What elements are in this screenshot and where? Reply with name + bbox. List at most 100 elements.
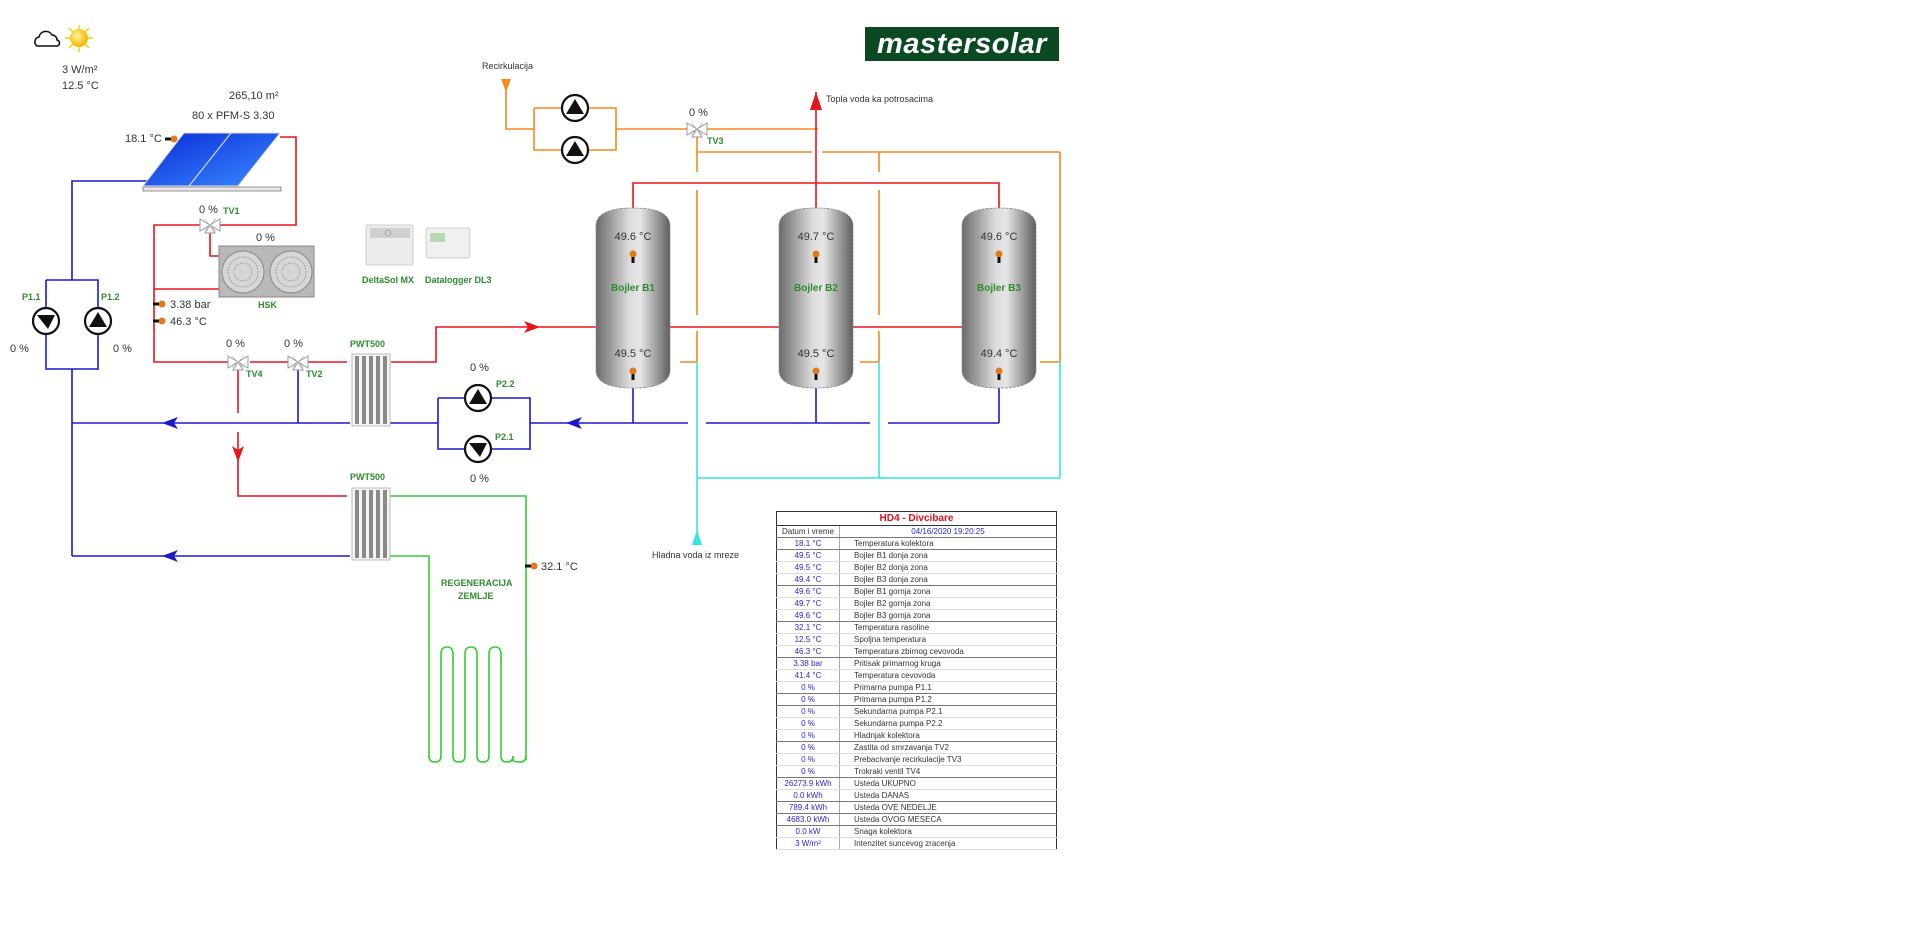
p11-pump-icon[interactable] bbox=[31, 306, 61, 336]
p12-pump-icon[interactable] bbox=[83, 306, 113, 336]
mastersolar-logo: mastersolar bbox=[865, 27, 1059, 61]
row-value: 49.5 °C bbox=[776, 549, 840, 562]
collector-temp: 18.1 °C bbox=[125, 133, 162, 145]
recirc-pump-2-icon[interactable] bbox=[560, 135, 590, 165]
exchanger-top[interactable] bbox=[351, 353, 391, 427]
row-label: Usteda DANAS bbox=[839, 789, 1057, 802]
cold-pipes bbox=[45, 180, 1000, 557]
row-label: Usteda UKUPNO bbox=[839, 777, 1057, 790]
row-label: Spoljna temperatura bbox=[839, 633, 1057, 646]
solar-collector[interactable] bbox=[141, 132, 282, 192]
row-value: 49.5 °C bbox=[776, 561, 840, 574]
tv4-valve-icon[interactable] bbox=[227, 355, 249, 371]
ground-temp-sensor-icon bbox=[525, 562, 538, 570]
tv1-value: 0 % bbox=[199, 204, 218, 216]
table-row: 0 %Trokraki ventil TV4 bbox=[776, 765, 1057, 778]
sun-icon bbox=[65, 25, 93, 52]
cold-flow-arrow-1 bbox=[162, 417, 178, 429]
p22-pump-icon[interactable] bbox=[463, 383, 493, 413]
row-label: Bojler B2 gornja zona bbox=[839, 597, 1057, 610]
row-value: 0.0 kW bbox=[776, 825, 840, 838]
tank-top-temp: 49.6 °C bbox=[615, 231, 652, 243]
row-value: 49.6 °C bbox=[776, 609, 840, 622]
row-label: Primarna pumpa P1.2 bbox=[839, 693, 1057, 706]
tank-top-temp: 49.7 °C bbox=[798, 231, 835, 243]
cold-water-in-label: Hladna voda iz mreze bbox=[652, 550, 739, 560]
row-value: 18.1 °C bbox=[776, 537, 840, 550]
p22-label: P2.2 bbox=[496, 379, 515, 389]
exchanger-bottom[interactable] bbox=[351, 487, 391, 561]
tank-name: Bojler B3 bbox=[977, 283, 1021, 294]
row-label: Temperatura kolektora bbox=[839, 537, 1057, 550]
recirc-pump-1-icon[interactable] bbox=[560, 93, 590, 123]
hot-flow-arrow-down bbox=[232, 446, 244, 462]
tv4-value: 0 % bbox=[226, 338, 245, 350]
row-label: Primarna pumpa P1.1 bbox=[839, 681, 1057, 694]
row-label: Bojler B1 donja zona bbox=[839, 549, 1057, 562]
row-label: Temperatura zbirnog cevovoda bbox=[839, 645, 1057, 658]
table-row: 0 %Sekundarna pumpa P2.1 bbox=[776, 705, 1057, 718]
regeneration-label-1: REGENERACIJA bbox=[441, 578, 513, 588]
hot-water-out-label: Topla voda ka potrosacima bbox=[826, 94, 933, 104]
row-value: 3.38 bar bbox=[776, 657, 840, 670]
mains-water-arrow bbox=[692, 530, 702, 545]
collector-area: 265,10 m² bbox=[229, 90, 279, 102]
row-label: Bojler B2 donja zona bbox=[839, 561, 1057, 574]
row-value: 46.3 °C bbox=[776, 645, 840, 658]
tank-name: Bojler B2 bbox=[794, 283, 838, 294]
hsk-label: HSK bbox=[258, 300, 278, 310]
row-label: Temperatura cevovoda bbox=[839, 669, 1057, 682]
regeneration-label-2: ZEMLJE bbox=[458, 591, 494, 601]
row-value: 0 % bbox=[776, 741, 840, 754]
row-label: Bojler B3 donja zona bbox=[839, 573, 1057, 586]
primary-pressure: 3.38 bar bbox=[170, 299, 211, 311]
table-row: 0 %Primarna pumpa P1.1 bbox=[776, 681, 1057, 694]
p12-label: P1.2 bbox=[101, 292, 120, 302]
table-row: 0 %Prebacivanje recirkulacije TV3 bbox=[776, 753, 1057, 766]
hot-water-out-arrow bbox=[810, 92, 822, 110]
p21-value: 0 % bbox=[470, 473, 489, 485]
datalogger-label: Datalogger DL3 bbox=[425, 275, 492, 285]
table-row: 0 %Zastita od smrzavanja TV2 bbox=[776, 741, 1057, 754]
pressure-sensor-icon bbox=[153, 300, 166, 308]
hot-pipes bbox=[153, 92, 1000, 497]
datetime-value: 04/16/2020 19:20:25 bbox=[839, 525, 1057, 538]
controller-label: DeltaSol MX bbox=[362, 275, 414, 285]
row-value: 41.4 °C bbox=[776, 669, 840, 682]
row-label: Prebacivanje recirkulacije TV3 bbox=[839, 753, 1057, 766]
temp-sensor-icon bbox=[153, 317, 166, 325]
tank-name: Bojler B1 bbox=[611, 283, 655, 294]
tv1-valve-icon[interactable] bbox=[199, 218, 221, 234]
table-row: 0 %Primarna pumpa P1.2 bbox=[776, 693, 1057, 706]
table-datetime-row: Datum i vreme 04/16/2020 19:20:25 bbox=[776, 525, 1057, 538]
row-value: 26273.9 kWh bbox=[776, 777, 840, 790]
row-label: Usteda OVE NEDELJE bbox=[839, 801, 1057, 814]
row-value: 0 % bbox=[776, 717, 840, 730]
status-table: HD4 - Divcibare Datum i vreme 04/16/2020… bbox=[776, 511, 1057, 850]
row-label: Snaga kolektora bbox=[839, 825, 1057, 838]
primary-temp: 46.3 °C bbox=[170, 316, 207, 328]
row-value: 12.5 °C bbox=[776, 633, 840, 646]
cold-flow-arrow-3 bbox=[566, 417, 582, 429]
p21-pump-icon[interactable] bbox=[463, 434, 493, 464]
tv2-valve-icon[interactable] bbox=[287, 355, 309, 371]
collector-model: 80 x PFM-S 3.30 bbox=[192, 110, 275, 122]
row-value: 0 % bbox=[776, 693, 840, 706]
tv2-value: 0 % bbox=[284, 338, 303, 350]
hsk-cooler[interactable] bbox=[218, 245, 315, 298]
tv3-valve-icon[interactable] bbox=[686, 122, 708, 138]
row-label: Intenzitet suncevog zracenja bbox=[839, 837, 1057, 850]
